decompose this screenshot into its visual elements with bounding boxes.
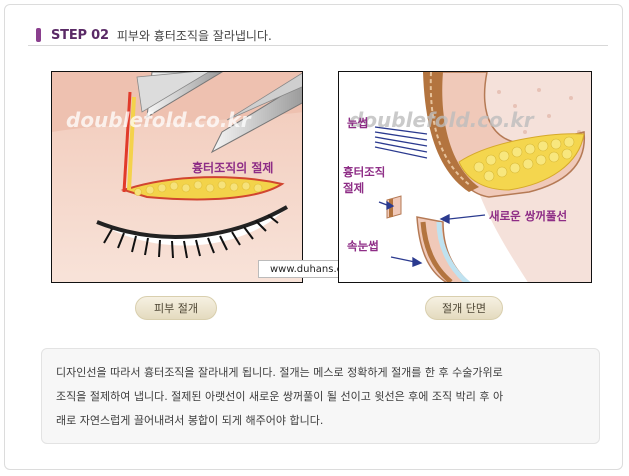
description-line-2: 조직을 절제하여 냅니다. 절제된 아랫선이 새로운 쌍꺼풀이 될 선이고 윗선…: [56, 390, 504, 403]
watermark-text: doublefold.co.kr: [66, 108, 252, 132]
label-eyebrow: 눈썹: [347, 116, 368, 130]
label-eyelashes: 속눈썹: [347, 239, 379, 253]
eyelashes: [103, 214, 279, 259]
label-scar-excision-2: 절제: [343, 181, 364, 195]
excised-fat-strip: [120, 176, 285, 201]
step-marker: [36, 28, 41, 42]
cross-section-illustration: doublefold.co.kr 눈썹 흉터조직 절제 새로운 쌍꺼풀선 속눈썹: [338, 71, 592, 283]
description-line-3: 래로 자연스럽게 끌어내려서 봉합이 되게 해주어야 합니다.: [56, 414, 324, 427]
watermark-text: doublefold.co.kr: [349, 108, 535, 132]
description-box: 디자인선을 따라서 흉터조직을 잘라내게 됩니다. 절개는 메스로 정확하게 절…: [41, 348, 600, 444]
label-scar-excision-1: 흉터조직: [343, 165, 385, 179]
header-divider: [28, 45, 608, 46]
skin-incision-illustration: doublefold.co.kr 흉터조직의 절제: [51, 71, 303, 283]
step-header: STEP 02 피부와 흉터조직을 잘라냅니다.: [36, 26, 272, 44]
excision-annotation: 흉터조직의 절제: [192, 160, 273, 175]
caption-cross-section: 절개 단면: [425, 296, 503, 320]
caption-skin-incision: 피부 절개: [135, 296, 217, 320]
label-new-fold-line: 새로운 쌍꺼풀선: [489, 209, 567, 223]
step-subtitle: 피부와 흉터조직을 잘라냅니다.: [116, 28, 272, 43]
scissors-icon: [210, 82, 302, 154]
step-number: STEP 02: [51, 27, 109, 43]
description-line-1: 디자인선을 따라서 흉터조직을 잘라내게 됩니다. 절개는 메스로 정확하게 절…: [56, 366, 503, 379]
